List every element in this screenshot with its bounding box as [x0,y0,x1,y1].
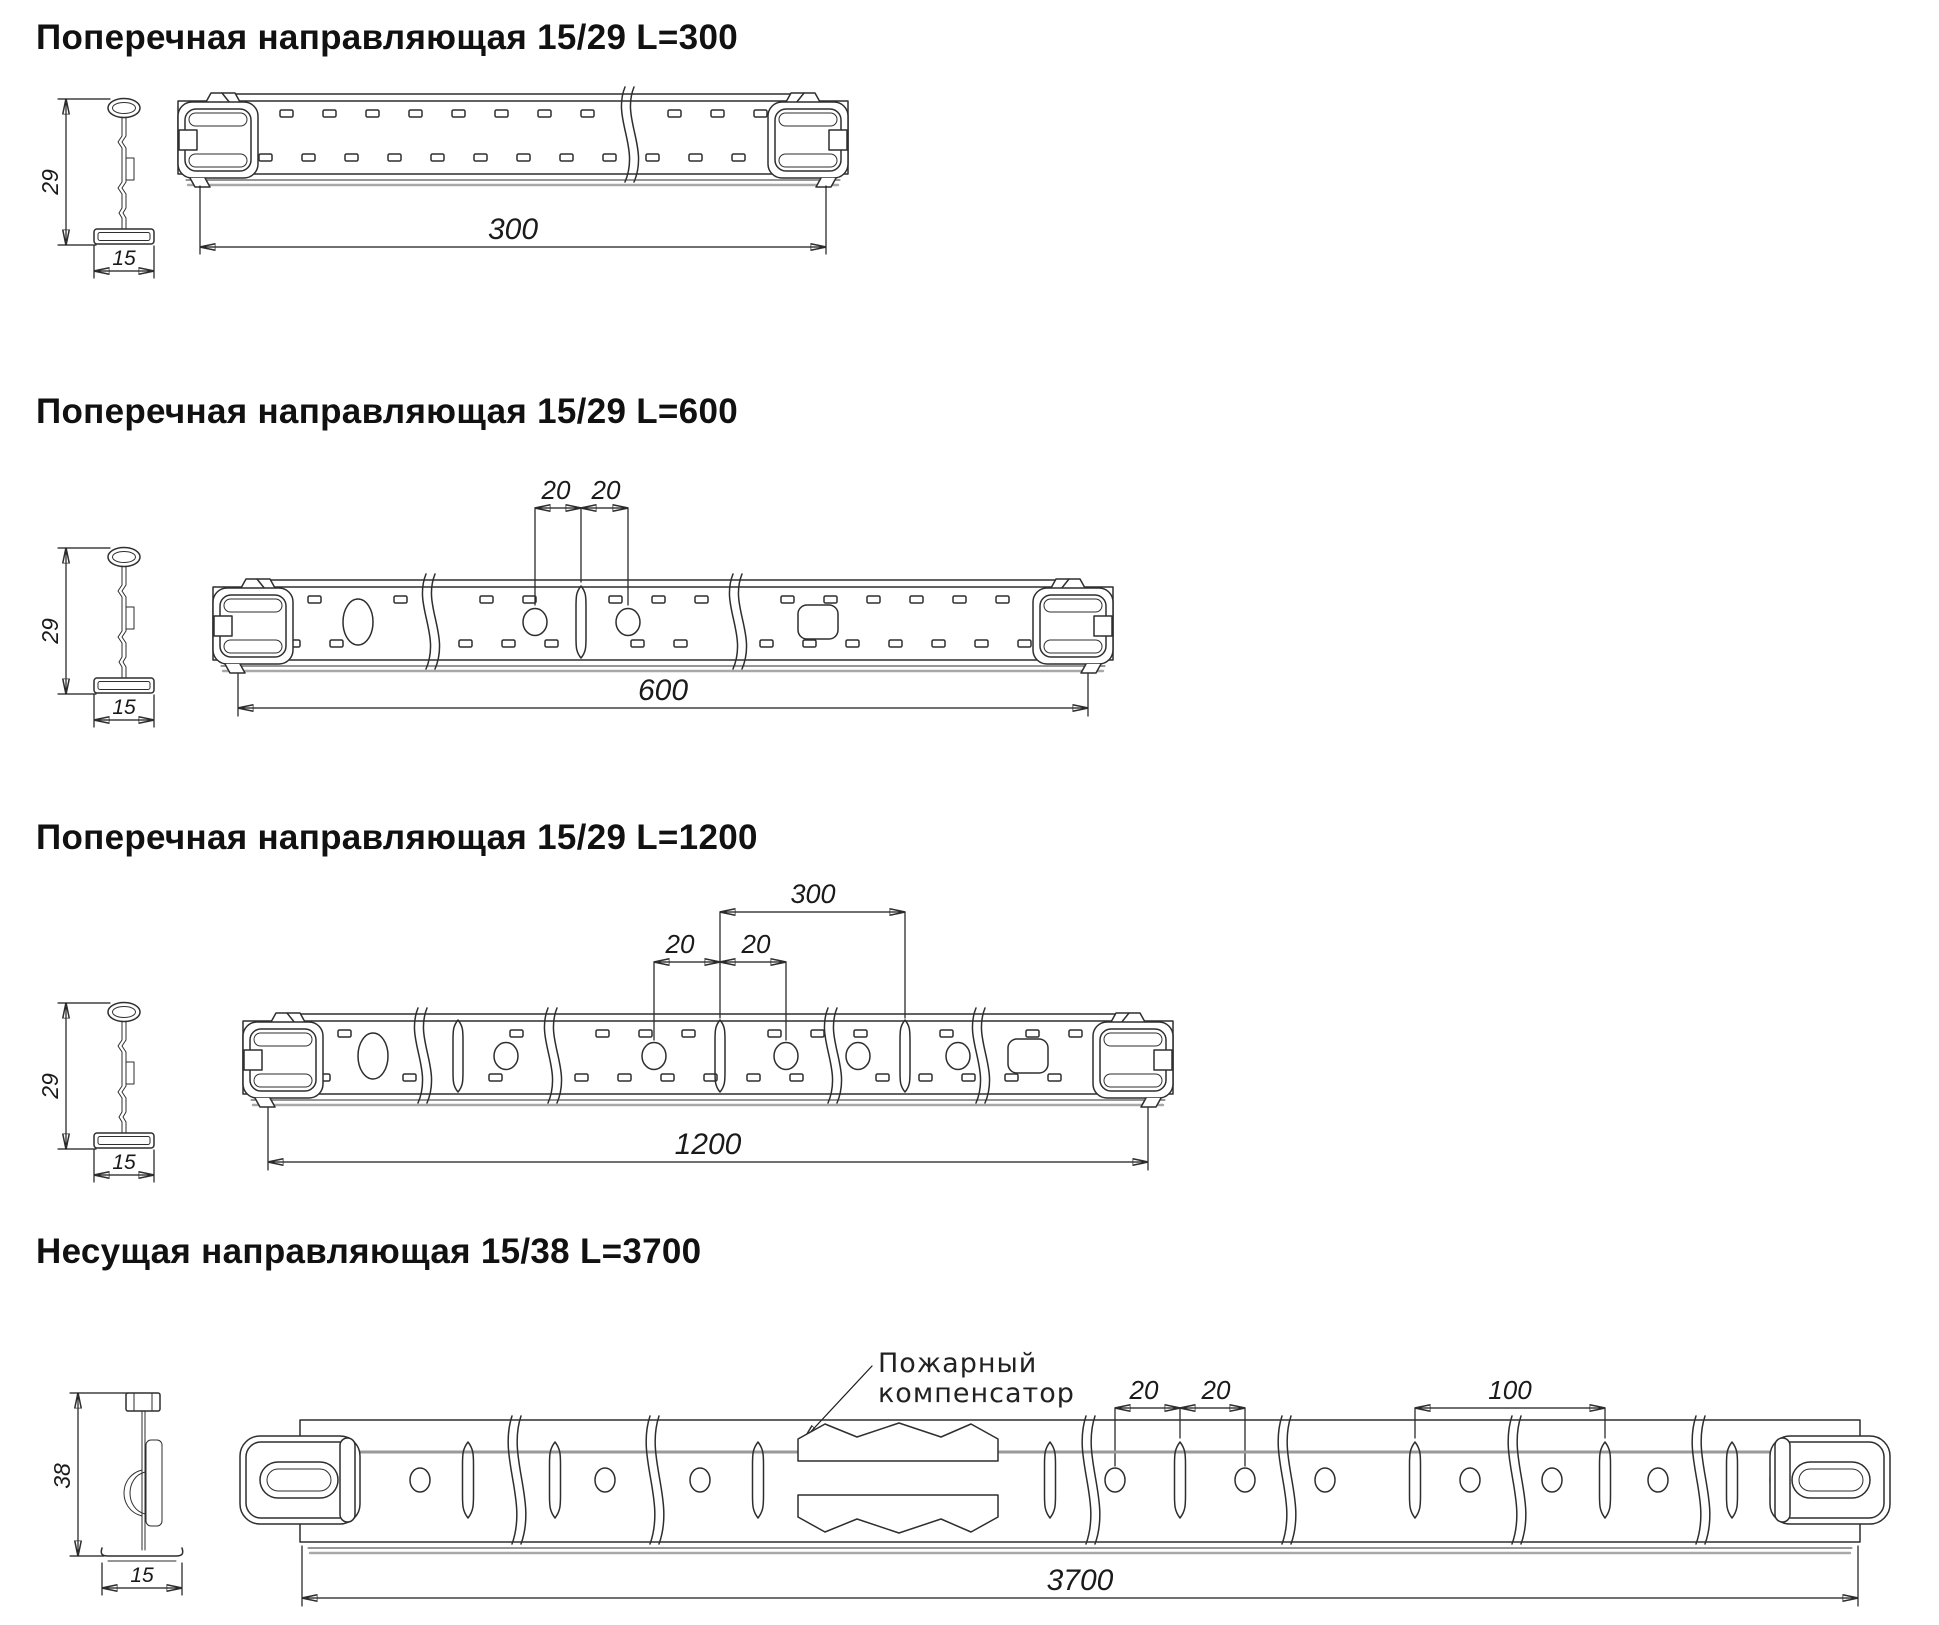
height-dim-label: 38 [49,1463,75,1489]
end-connector-left [212,578,294,674]
section1-side-view [177,86,849,188]
break-line [421,573,441,670]
round-hole [493,1041,519,1071]
section4-drawing: 38 15 Пожарный компенсатор 20 20 100 [49,1348,1891,1607]
section1-drawing: 29 15 [37,86,849,292]
round-hole [945,1041,971,1071]
section4-spacing-dimension: 20 20 [1114,1375,1246,1467]
section4-slot-spacing-dimension: 100 [1414,1375,1606,1439]
break-line [823,1007,843,1104]
break-line [1507,1415,1527,1545]
section1-length-dimension: 300 [199,185,827,255]
break-line [971,1007,991,1104]
section4-side-view [239,1415,1891,1555]
section4-cross-section: 38 15 [49,1393,183,1595]
square-hole [1007,1038,1049,1074]
section1-title: Поперечная направляющая 15/29 L=300 [36,18,738,57]
section3-group-spacing-dimension: 300 [719,879,906,1019]
section2-title: Поперечная направляющая 15/29 L=600 [36,392,738,431]
group-spacing-dim-label: 300 [790,879,835,909]
oval-hole [342,598,374,646]
spacing-dim-label: 20 [1129,1375,1159,1405]
height-dim-label: 29 [37,169,63,196]
section3-title: Поперечная направляющая 15/29 L=1200 [36,818,758,857]
annotation-line2: компенсатор [878,1378,1075,1409]
width-dim-label: 15 [112,696,136,719]
section2-side-view [212,573,1114,674]
break-line [645,1415,665,1545]
end-connector-right [1092,1012,1174,1108]
width-dim-label: 15 [112,247,136,270]
spacing-dim-label: 20 [591,475,621,505]
break-line [1277,1415,1297,1545]
section4-title: Несущая направляющая 15/38 L=3700 [36,1232,702,1271]
section2-spacing-dimension: 20 20 [534,475,629,606]
slot-row-top [279,109,768,118]
slot-spacing-dim-label: 100 [1488,1375,1532,1405]
end-connector-right [1032,578,1114,674]
section1-cross-section: 29 15 [37,99,154,279]
width-dim-label: 15 [130,1564,154,1587]
slot-row-top [307,595,1010,604]
round-hole [522,607,548,637]
end-connector-right [767,92,849,188]
round-hole [773,1041,799,1071]
tall-slot-hole [575,585,587,659]
tall-slot-hole [452,1019,464,1093]
slot-row-bottom [286,639,1032,648]
spacing-dim-label: 20 [741,929,771,959]
height-dim-label: 29 [37,1073,63,1100]
height-dim-label: 29 [37,618,63,645]
section4-length-dimension: 3700 [301,1545,1859,1607]
break-line [507,1415,527,1545]
annotation-line1: Пожарный [878,1348,1037,1379]
end-connector-left [239,1435,361,1525]
break-line [1691,1415,1711,1545]
fire-compensator-cutout-top [797,1422,999,1462]
section3-side-view [242,1007,1174,1108]
section3-drawing: 29 15 300 20 20 [37,879,1174,1192]
section2-drawing: 29 15 20 20 [37,475,1114,735]
end-connector-left [242,1012,324,1108]
width-dim-label: 15 [112,1151,136,1174]
section3-length-dimension: 1200 [267,1107,1149,1171]
tall-slot-hole [899,1019,911,1093]
spacing-dim-label: 20 [665,929,695,959]
end-connector-right [1769,1435,1891,1525]
length-dim-label: 300 [488,213,538,246]
break-line [1081,1415,1101,1545]
break-line [413,1007,433,1104]
break-line [543,1007,563,1104]
round-hole [845,1041,871,1071]
hole-pattern [409,1441,1791,1519]
section3-spacing-dimension: 20 20 [653,929,787,1041]
round-hole [615,607,641,637]
section3-cross-section: 29 15 [37,1003,154,1183]
fire-compensator-cutout-bottom [797,1494,999,1534]
spacing-dim-label: 20 [541,475,571,505]
oval-hole [357,1032,389,1080]
end-connector-left [177,92,259,188]
spacing-dim-label: 20 [1201,1375,1231,1405]
slot-row-bottom [316,1073,1062,1082]
length-dim-label: 1200 [675,1128,742,1161]
round-hole [641,1041,667,1071]
break-line [728,573,748,670]
slot-row-bottom [258,153,746,162]
section2-cross-section: 29 15 [37,548,154,728]
length-dim-label: 3700 [1047,1564,1114,1597]
fire-compensator-annotation: Пожарный компенсатор [804,1348,1075,1439]
section2-length-dimension: 600 [237,673,1089,717]
slot-row-top [337,1029,1083,1038]
length-dim-label: 600 [638,674,688,707]
square-hole [797,604,839,640]
